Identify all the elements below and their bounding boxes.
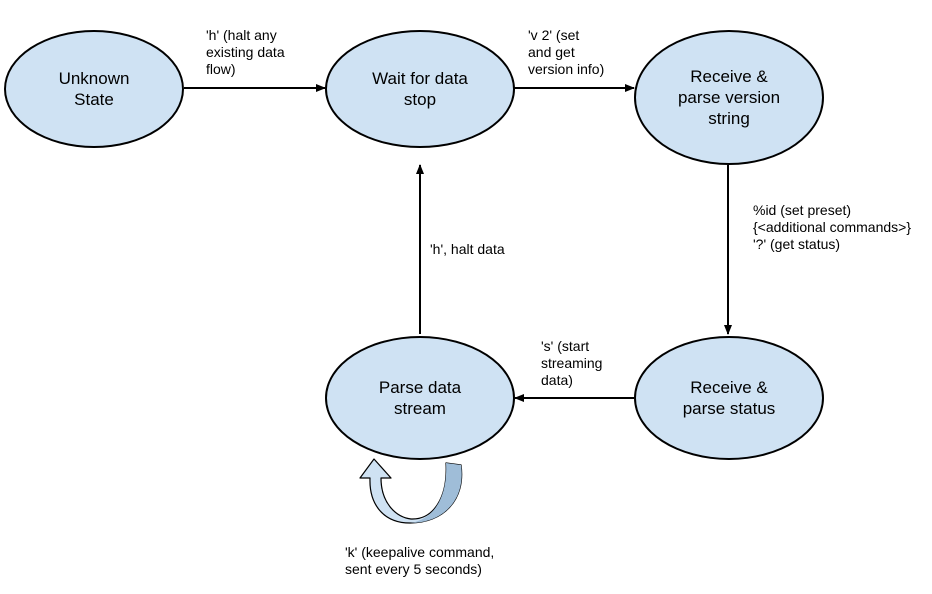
state-parse-data-stream: Parse data stream — [325, 336, 515, 460]
edge-label-halt-existing: 'h' (halt any existing data flow) — [206, 27, 285, 77]
self-loop-inner-shade — [410, 463, 462, 523]
state-status-label: Receive & parse status — [682, 378, 776, 418]
edge-label-set-preset: %id (set preset) {<additional commands>}… — [753, 202, 911, 252]
state-receive-version: Receive & parse version string — [634, 30, 824, 165]
edge-label-halt-data: 'h', halt data — [430, 241, 505, 257]
state-unknown-label: Unknown State — [58, 69, 130, 109]
state-wait-for-data-stop: Wait for data stop — [325, 30, 515, 148]
edge-label-keepalive: 'k' (keepalive command, sent every 5 sec… — [345, 544, 495, 577]
state-receive-status: Receive & parse status — [634, 336, 824, 460]
state-wait-label: Wait for data stop — [372, 69, 468, 109]
state-unknown: Unknown State — [4, 30, 184, 148]
state-stream-label: Parse data stream — [378, 378, 462, 418]
state-version-label: Receive & parse version string — [677, 67, 781, 128]
edge-label-version-info: 'v 2' (set and get version info) — [528, 27, 605, 77]
edge-label-start-streaming: 's' (start streaming data) — [541, 338, 603, 388]
